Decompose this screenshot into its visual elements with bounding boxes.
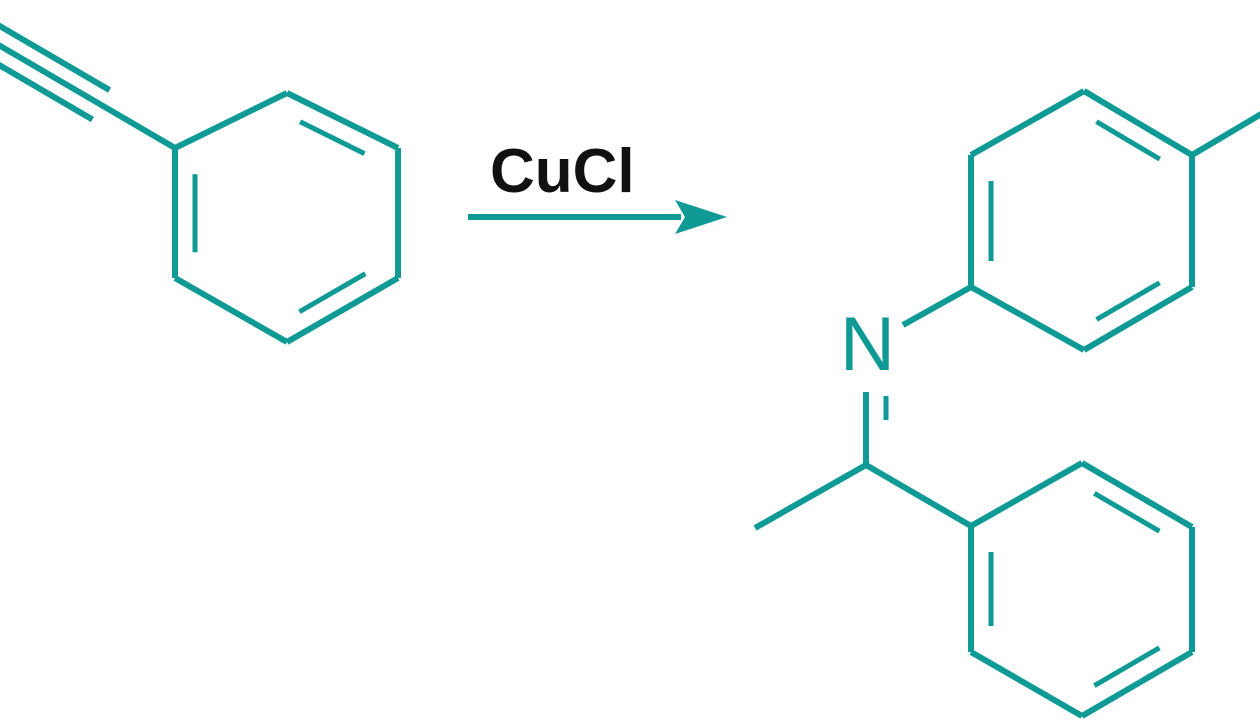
methyl-bond (753, 462, 868, 531)
imine-to-phenyl-bond (864, 462, 973, 529)
product-phenyl-ring (968, 460, 1195, 719)
reactant-benzene-ring (172, 90, 401, 345)
reactant-phenylacetylene (0, 22, 401, 345)
phenyl-ring-edge-1 (1080, 460, 1194, 530)
phenyl-ring-inner-bond-1 (1093, 491, 1161, 534)
arrow-head (675, 200, 727, 234)
aryl-ring-inner-bond-3 (1095, 280, 1161, 322)
aryl-substituent-bond (1190, 111, 1260, 158)
product-bond-group (753, 111, 1260, 531)
alkyne-triple-bond (0, 22, 177, 151)
nitrogen-to-aryl-bond (901, 284, 973, 328)
phenyl-ring-edge-3 (1080, 649, 1194, 719)
aryl-ring-edge-1 (1082, 88, 1194, 158)
reactant-ring-edge-0 (173, 90, 289, 151)
reaction-arrow-group (468, 200, 727, 234)
aryl-ring-edge-3 (1082, 284, 1194, 353)
phenyl-ring-inner-bond-3 (1093, 645, 1161, 688)
reactant-ring-edge-4 (173, 275, 289, 345)
nitrogen-atom-label: N (840, 302, 895, 387)
alkyne-center-line (0, 42, 177, 151)
alkyne-side-line-1 (0, 62, 94, 123)
reagent-label: CuCl (490, 137, 635, 206)
aryl-ring-edge-0 (969, 88, 1086, 158)
reactant-ring-edge-3 (285, 275, 400, 345)
alkyne-side-line-2 (0, 22, 112, 93)
reactant-ring-edge-1 (285, 90, 400, 151)
reactant-ring-inner-bond-3 (298, 271, 367, 314)
aryl-ring-inner-bond-1 (1095, 119, 1162, 162)
phenyl-ring-edge-4 (969, 649, 1084, 719)
phenyl-ring-edge-0 (969, 460, 1084, 529)
product-imine: N (753, 88, 1260, 719)
product-aryl-ring (968, 88, 1195, 353)
reactant-ring-inner-bond-1 (298, 119, 366, 156)
aryl-ring-edge-4 (969, 284, 1086, 353)
